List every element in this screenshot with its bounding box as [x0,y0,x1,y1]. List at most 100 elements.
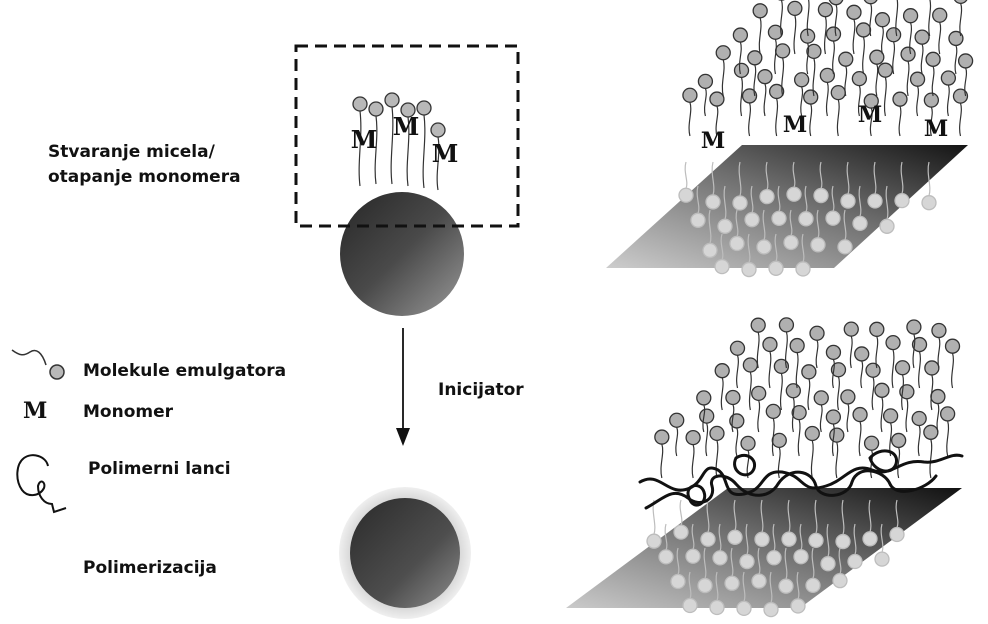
emulsifier-molecule [793,549,809,565]
surfactants-below-top [678,161,937,278]
emulsifier-molecule [771,432,787,449]
monomer-symbol: M [432,139,459,168]
emulsifier-molecule [786,186,802,202]
emulsifier-molecule [865,362,881,378]
emulsifier-molecule [682,87,698,103]
emulsifier-molecule [778,578,794,594]
polymer-chain [644,469,938,510]
emulsifier-molecule [843,321,859,337]
emulsifier-molecule [838,51,854,67]
emulsifier-molecule [867,193,883,209]
emulsifier-molecule [885,27,902,43]
emulsifier-molecule [740,435,756,452]
emulsifier-molecule [787,0,803,17]
emulsifier-molecule [874,382,890,398]
emulsifier-molecule [902,8,919,24]
emulsifier-molecule [869,49,885,65]
emulsifier-molecule [774,43,791,59]
initiator-label: Inicijator [438,380,524,400]
emulsifier-molecule [368,101,384,117]
emulsifier-molecule [697,73,714,90]
emulsifier-molecule [795,261,811,277]
emulsifier-molecule [767,24,784,40]
emulsifier-molecule [894,360,911,376]
emulsifier-molecule [863,435,880,451]
emulsifier-molecule [700,531,716,547]
initiator-arrow [396,328,410,446]
emulsifier-molecule [953,0,968,5]
emulsifier-molecule [846,4,862,20]
emulsifier-molecule [725,389,741,406]
emulsifier-molecule [702,242,718,259]
emulsifier-molecule [724,575,740,591]
emulsifier-molecule [852,215,868,232]
emulsifier-molecule [744,212,760,228]
emulsifier-molecule [754,531,770,547]
emulsifier-molecule [830,362,847,378]
emulsifier-molecule [762,336,778,353]
polymer-chains-zoom [638,449,964,510]
emulsifier-molecule [709,91,725,107]
monomer-symbol: M [783,112,807,138]
emulsifier-molecule [825,26,842,42]
emulsifier-molecule [813,187,829,204]
emulsifier-molecule [732,195,748,211]
emulsifier-molecule [673,524,689,540]
emulsifier-molecule [900,46,916,62]
emulsifier-molecule [923,424,939,440]
emulsifier-molecule [855,22,872,38]
emulsifier-molecule [709,599,725,616]
emulsifier-molecule [717,218,733,234]
emulsifier-molecule [766,550,782,566]
emulsifier-molecule [925,51,941,67]
emulsifier-molecule [854,346,870,362]
droplet-surfactant-layer [352,92,446,191]
emulsifier-molecule [810,237,826,253]
emulsifier-molecule [882,408,899,424]
emulsifier-molecule [906,319,922,335]
monomer-symbol: M [393,112,420,141]
emulsifier-molecule [852,406,868,423]
emulsifier-molecule [771,210,787,227]
polymer-chain [686,484,707,507]
emulsifier-molecule [911,410,927,427]
emulsifier-molecule [678,187,694,203]
emulsifier-molecule [384,92,400,108]
emulsifier-molecule [877,62,894,78]
emulsifier-molecule [714,258,730,275]
emulsifier-molecule [840,389,856,405]
emulsifier-molecule [669,412,685,428]
emulsifier-molecule [791,404,807,421]
micelle-formation-label-line2: otapanje monomera [48,167,241,187]
micelle-formation-label-line1: Stvaranje micela/ [48,142,215,162]
interface-plate-top [606,145,968,268]
emulsifier-molecule [729,340,746,356]
emulsifier-molecule [696,390,712,406]
emulsifier-molecule [793,72,810,88]
emulsifier-molecule [825,344,842,360]
polymer-chain [868,449,898,473]
emulsifier-molecule [752,3,768,19]
emulsifier-molecule [828,0,844,6]
emulsifier-molecule [699,408,715,424]
emulsifier-molecule [874,12,891,28]
emulsifier-molecule [940,70,957,86]
emulsifier-molecule [885,334,901,351]
emulsifier-molecule [712,550,728,566]
emulsifier-molecule [729,235,745,252]
polymer-particle [339,487,471,619]
emulsifier-molecule [690,212,706,228]
emulsifier-molecule [739,553,755,570]
emulsifier-molecule [709,425,725,442]
emulsifier-molecule [785,383,801,399]
monomer-symbol: M [858,102,882,128]
surfactants-above-top [682,0,974,137]
emulsifier-molecule [658,549,674,565]
polymerization-label: Polimerizacija [83,558,217,578]
emulsifier-molecule [892,91,908,107]
emulsifier-molecule [808,532,824,549]
emulsifier-molecule [747,50,763,66]
polymer-chain-legend-icon [16,454,67,514]
monomer-legend-symbol: M [23,398,48,424]
